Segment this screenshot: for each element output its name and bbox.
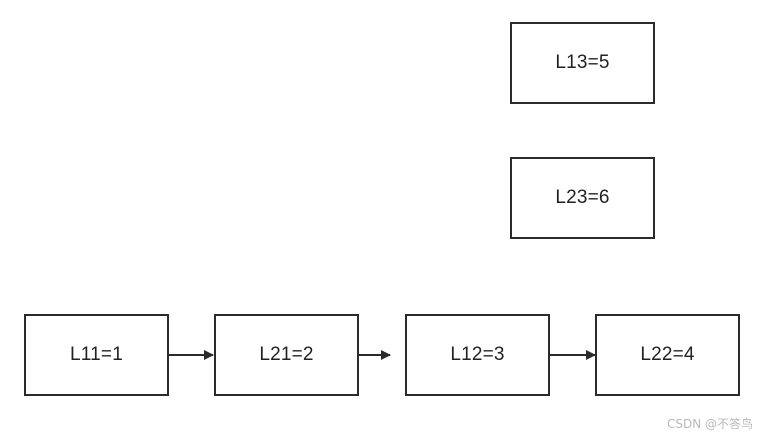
node-label: L13=5 bbox=[555, 52, 610, 73]
watermark: CSDN @不答鸟 bbox=[666, 417, 753, 431]
node-l22: L22=4 bbox=[595, 314, 740, 396]
node-l13: L13=5 bbox=[510, 22, 655, 104]
node-label: L12=3 bbox=[450, 344, 505, 365]
node-l11: L11=1 bbox=[24, 314, 169, 396]
node-l23: L23=6 bbox=[510, 157, 655, 239]
node-l12: L12=3 bbox=[405, 314, 550, 396]
node-label: L22=4 bbox=[640, 344, 695, 365]
node-l21: L21=2 bbox=[214, 314, 359, 396]
node-label: L11=1 bbox=[70, 344, 123, 365]
node-label: L23=6 bbox=[555, 187, 610, 208]
node-label: L21=2 bbox=[259, 344, 314, 365]
